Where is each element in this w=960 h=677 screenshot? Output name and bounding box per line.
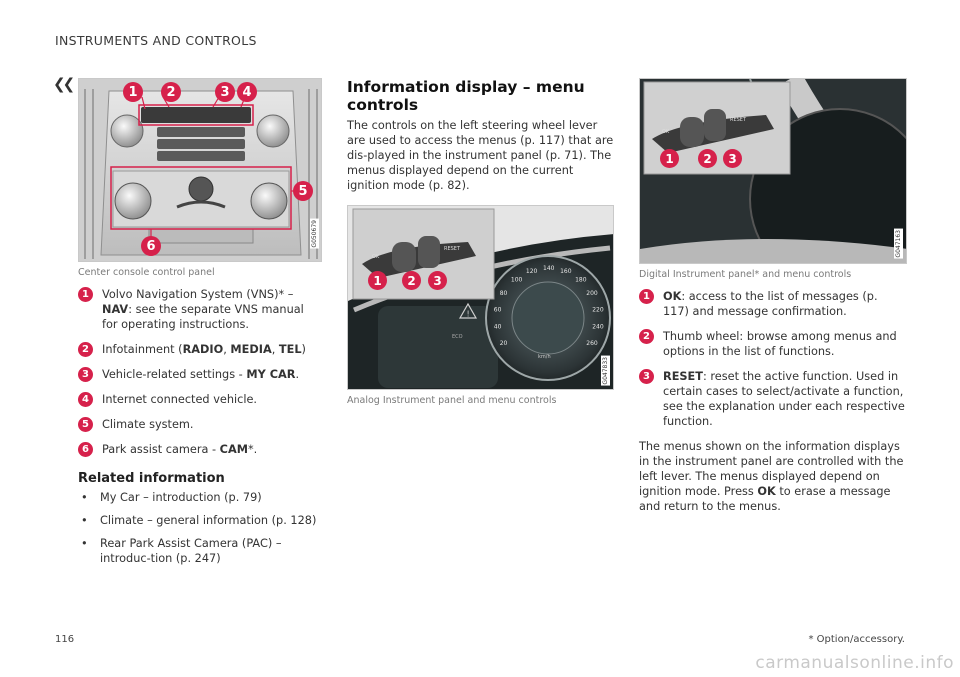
marker-1: 1 (123, 82, 143, 102)
svg-text:OK: OK (662, 129, 670, 135)
figure-code: G047833 (601, 356, 610, 386)
figure-caption: Center console control panel (78, 267, 215, 278)
related-heading: Related information (78, 471, 225, 486)
speed-tick-label: 220 (592, 306, 604, 313)
callout-item: 1 OK: access to the list of messages (p.… (639, 289, 907, 319)
marker-2: 2 (698, 149, 717, 168)
marker-3: 3 (215, 82, 235, 102)
svg-text:RESET: RESET (444, 246, 461, 252)
speed-tick-label: 20 (500, 340, 508, 347)
center-console-figure: 1 2 3 4 5 6 G050679 (78, 78, 322, 262)
number-badge: 1 (639, 289, 654, 304)
number-badge: 2 (639, 329, 654, 344)
marker-6: 6 (141, 236, 161, 256)
speed-tick-label: 160 (560, 268, 572, 275)
marker-2: 2 (402, 271, 421, 290)
number-badge: 5 (78, 417, 93, 432)
digital-panel-illustration: RESET OK (640, 79, 906, 263)
speed-tick-label: 60 (494, 306, 502, 313)
footnote: * Option/accessory. (808, 634, 905, 645)
svg-text:km/h: km/h (538, 354, 551, 360)
speed-tick-label: 100 (511, 277, 523, 284)
speed-tick-label: 80 (500, 290, 508, 297)
number-badge: 3 (639, 369, 654, 384)
callout-item: 4 Internet connected vehicle. (78, 392, 322, 407)
intro-paragraph: The controls on the left steering wheel … (347, 119, 614, 192)
digital-panel-figure: RESET OK 1 2 3 G047163 (639, 78, 907, 264)
marker-4: 4 (237, 82, 257, 102)
marker-3: 3 (428, 271, 447, 290)
center-console-illustration (79, 79, 321, 261)
speed-tick-label: 200 (586, 290, 598, 297)
speed-tick-label: 40 (494, 324, 502, 331)
page-number: 116 (55, 634, 75, 645)
svg-text:ECO: ECO (452, 334, 463, 340)
callout-item: 6 Park assist camera - CAM*. (78, 442, 322, 457)
callout-item: 3 Vehicle-related settings - MY CAR. (78, 367, 322, 382)
callout-list: 1 OK: access to the list of messages (p.… (639, 289, 907, 429)
column-left: 1 2 3 4 5 6 G050679 Center console contr… (78, 78, 322, 574)
marker-3: 3 (723, 149, 742, 168)
related-link[interactable]: •Rear Park Assist Camera (PAC) – introdu… (81, 537, 282, 565)
figure-code: G050679 (310, 219, 319, 249)
related-link[interactable]: •My Car – introduction (p. 79) (81, 491, 262, 504)
running-header: INSTRUMENTS AND CONTROLS (55, 33, 257, 48)
figure-caption: Analog Instrument panel and menu control… (347, 395, 557, 406)
number-badge: 1 (78, 287, 93, 302)
double-chevron-left-icon[interactable]: ❮❮ (53, 75, 75, 93)
number-badge: 6 (78, 442, 93, 457)
speed-tick-label: 120 (526, 268, 538, 275)
marker-1: 1 (660, 149, 679, 168)
section-title: Information display – menu controls (347, 78, 585, 114)
marker-1: 1 (368, 271, 387, 290)
speed-tick-label: 180 (575, 277, 587, 284)
number-badge: 3 (78, 367, 93, 382)
column-middle: Information display – menu controls The … (347, 78, 614, 406)
number-badge: 2 (78, 342, 93, 357)
speed-tick-label: 240 (592, 324, 604, 331)
callout-item: 2 Infotainment (RADIO, MEDIA, TEL) (78, 342, 322, 357)
watermark: carmanualsonline.info (755, 653, 954, 673)
callout-item: 1 Volvo Navigation System (VNS)* – NAV: … (78, 287, 322, 332)
speed-tick-label: 260 (586, 340, 598, 347)
marker-2: 2 (161, 82, 181, 102)
column-right: RESET OK 1 2 3 G047163 Digital Instrumen… (639, 78, 907, 514)
callout-item: 3 RESET: reset the active function. Used… (639, 369, 907, 429)
marker-5: 5 (293, 181, 313, 201)
number-badge: 4 (78, 392, 93, 407)
svg-text:!: ! (467, 310, 470, 319)
figure-caption: Digital Instrument panel* and menu contr… (639, 269, 852, 280)
related-link[interactable]: •Climate – general information (p. 128) (81, 514, 317, 527)
callout-item: 5 Climate system. (78, 417, 322, 432)
svg-text:RESET: RESET (730, 117, 747, 123)
svg-text:OK: OK (372, 254, 380, 260)
speed-tick-label: 140 (543, 265, 555, 272)
callout-list: 1 Volvo Navigation System (VNS)* – NAV: … (78, 287, 322, 457)
body-paragraph: The menus shown on the information displ… (639, 440, 904, 513)
figure-code: G047163 (894, 229, 903, 259)
callout-item: 2 Thumb wheel: browse among menus and op… (639, 329, 907, 359)
